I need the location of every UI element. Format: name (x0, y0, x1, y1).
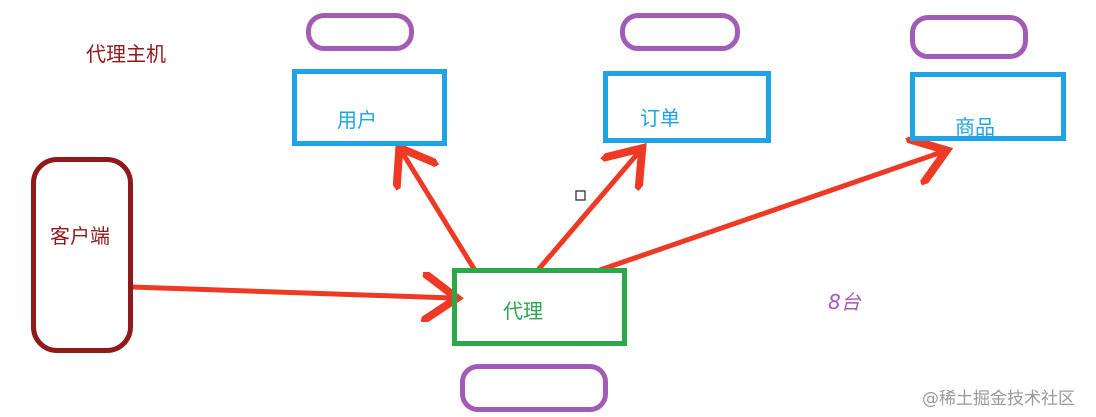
selection-handle-icon[interactable] (575, 190, 586, 201)
arrow-proxy-to-users (402, 152, 479, 274)
count-note: 8台 (828, 290, 861, 314)
service-box-users[interactable]: 用户 (292, 69, 447, 146)
client-node[interactable]: 客户端 (31, 157, 133, 353)
pill-orders (620, 13, 740, 51)
proxy-label: 代理 (503, 299, 543, 323)
service-box-orders[interactable]: 订单 (603, 71, 771, 143)
service-label-orders: 订单 (640, 106, 680, 130)
watermark: @稀土掘金技术社区 (922, 389, 1075, 409)
diagram-title: 代理主机 (86, 42, 166, 66)
arrow-client-to-proxy (131, 287, 452, 298)
arrow-proxy-to-products (599, 152, 942, 273)
pill-proxy (460, 364, 608, 412)
service-label-products: 商品 (955, 115, 995, 139)
service-label-users: 用户 (337, 108, 377, 132)
service-box-products[interactable]: 商品 (910, 72, 1066, 141)
pill-products (910, 15, 1028, 59)
arrow-proxy-to-orders (536, 152, 639, 272)
proxy-box[interactable]: 代理 (452, 268, 627, 346)
pill-users (306, 13, 414, 51)
client-label: 客户端 (50, 224, 110, 248)
